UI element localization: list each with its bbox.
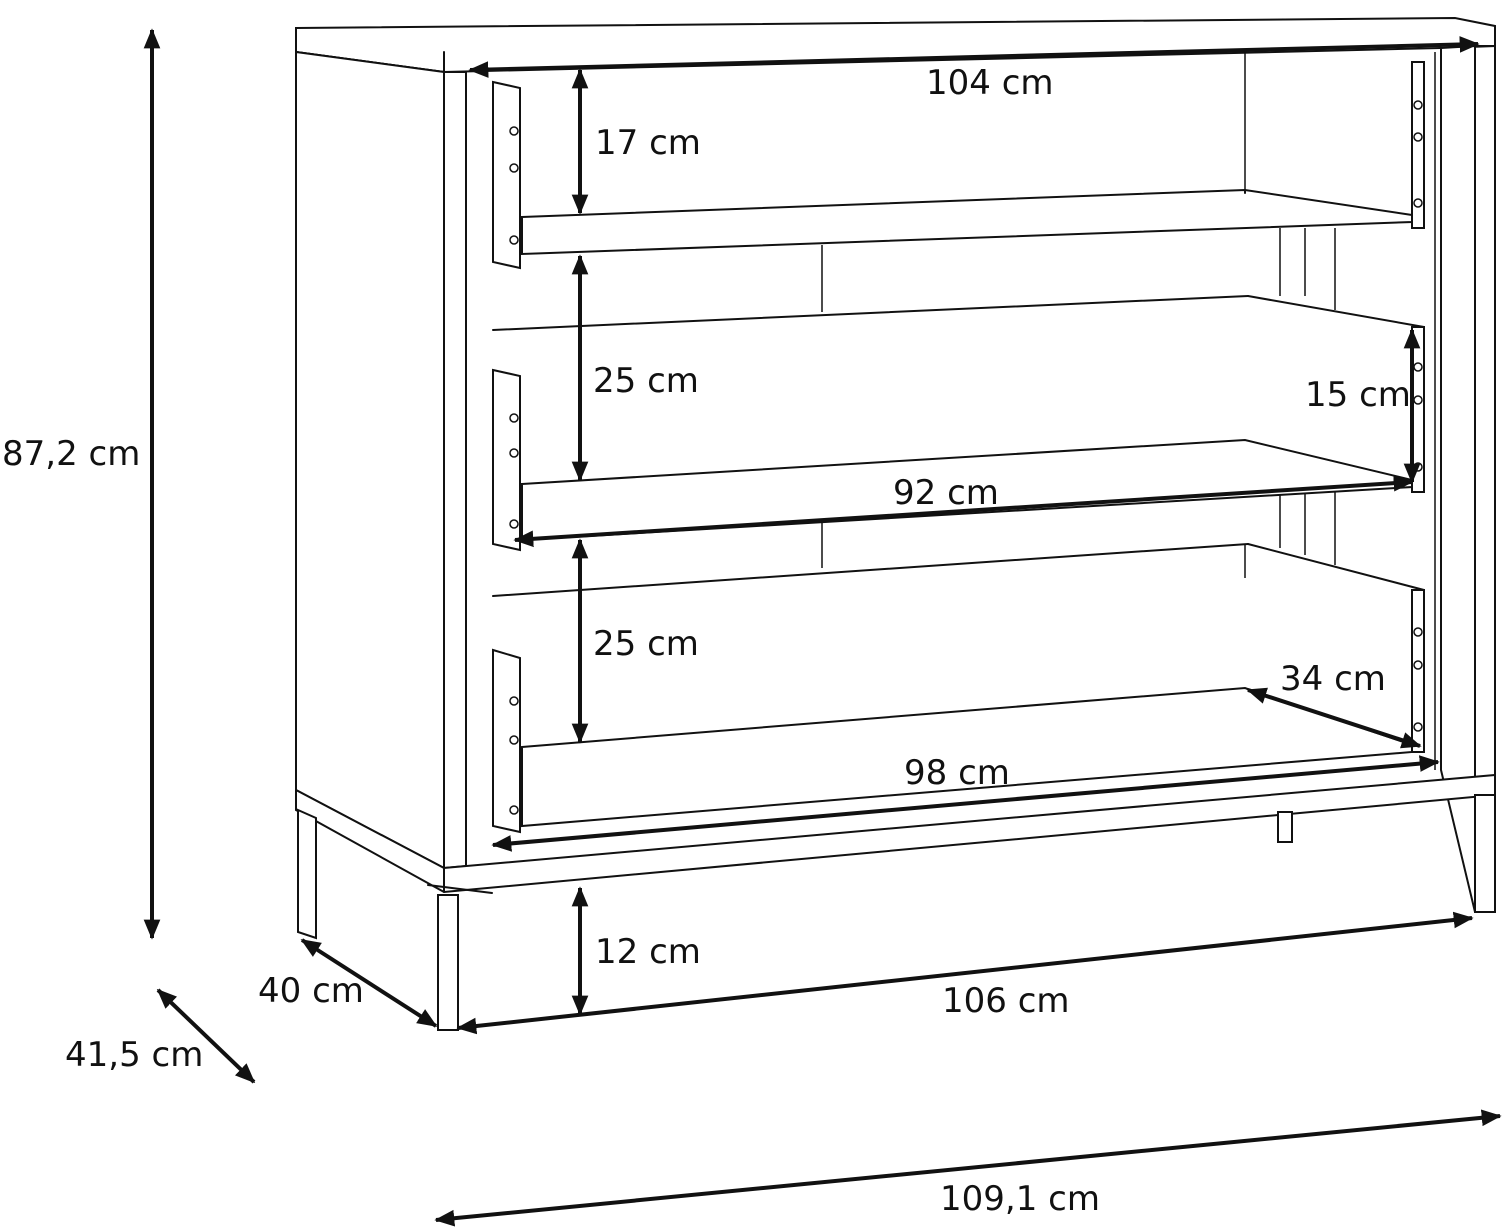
label-total-width: 109,1 cm bbox=[940, 1179, 1100, 1219]
label-drawer2-height: 25 cm bbox=[593, 361, 699, 401]
dim-line-base-depth bbox=[300, 938, 438, 1028]
dim-line-drawer-depth bbox=[1246, 687, 1422, 749]
label-bottom-drawer-width: 98 cm bbox=[904, 753, 1010, 793]
label-total-height: 87,2 cm bbox=[2, 434, 140, 474]
label-drawer-depth: 34 cm bbox=[1280, 659, 1386, 699]
label-drawer3-height: 25 cm bbox=[593, 624, 699, 664]
dim-line-total-depth bbox=[156, 988, 256, 1084]
label-top-width: 104 cm bbox=[926, 63, 1054, 103]
label-drawer-side-height: 15 cm bbox=[1305, 375, 1411, 415]
label-total-depth: 41,5 cm bbox=[65, 1035, 203, 1075]
dim-line-top-width bbox=[468, 36, 1480, 78]
label-drawer1-height: 17 cm bbox=[595, 123, 701, 163]
cabinet-base bbox=[295, 773, 1496, 1031]
dimension-labels: 87,2 cm 104 cm 17 cm 25 cm 15 cm 92 cm 2… bbox=[2, 63, 1411, 1219]
dim-line-drawer-inner bbox=[513, 474, 1414, 548]
label-base-depth: 40 cm bbox=[258, 971, 364, 1011]
drawer-top bbox=[492, 61, 1425, 270]
label-base-width: 106 cm bbox=[942, 981, 1070, 1021]
dim-line-total-width bbox=[434, 1109, 1502, 1227]
dimension-lines bbox=[143, 28, 1502, 1227]
dim-line-bottom-drawer bbox=[491, 755, 1440, 852]
label-leg-height: 12 cm bbox=[595, 932, 701, 972]
dim-line-base-width bbox=[456, 911, 1474, 1035]
label-drawer-inner-width: 92 cm bbox=[893, 473, 999, 513]
